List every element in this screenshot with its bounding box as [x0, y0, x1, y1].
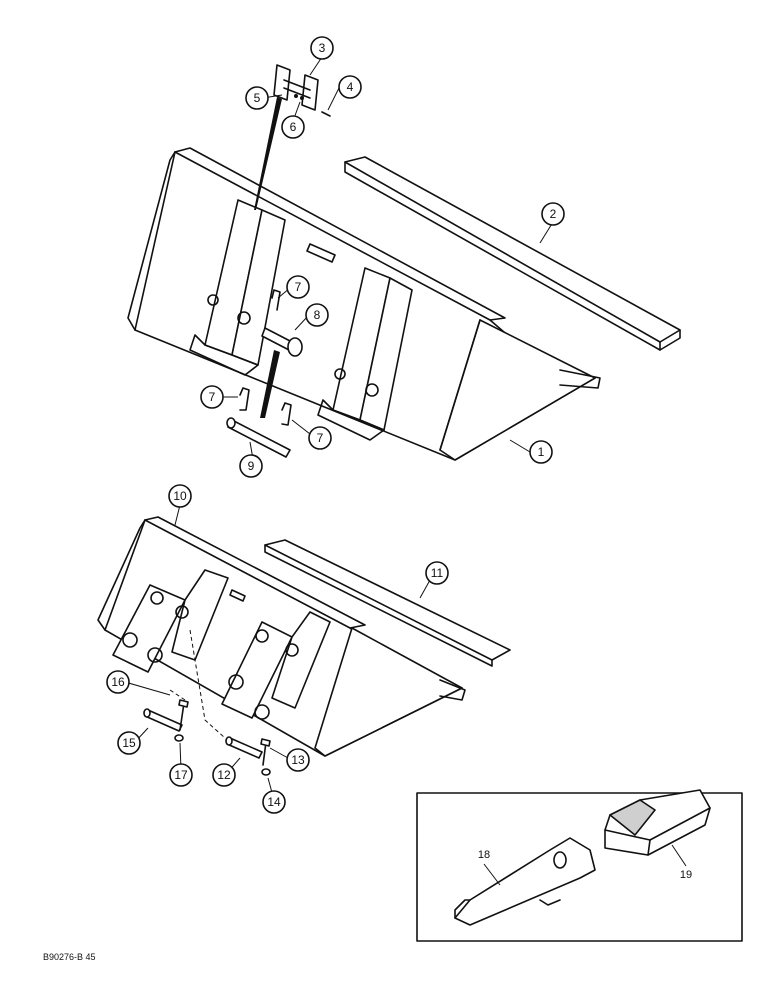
callout-7-left: 7: [200, 385, 224, 409]
callout-7-upper: 7: [286, 275, 310, 299]
callout-7-right: 7: [308, 426, 332, 450]
lower-hardware: [143, 699, 271, 776]
cutting-edge-upper: [344, 156, 681, 351]
svg-text:5: 5: [254, 91, 261, 105]
svg-text:8: 8: [314, 308, 321, 322]
svg-text:15: 15: [122, 736, 136, 750]
callout-9: 9: [239, 454, 263, 478]
pin-part-9: [226, 417, 291, 458]
label-18: 18: [478, 849, 490, 861]
callout-16: 16: [106, 670, 130, 694]
svg-text:6: 6: [290, 120, 297, 134]
callout-2: 2: [541, 202, 565, 226]
label-19: 19: [680, 869, 692, 881]
svg-text:17: 17: [174, 768, 188, 782]
callout-5: 5: [245, 86, 269, 110]
svg-text:4: 4: [347, 80, 354, 94]
inset-box: [416, 789, 743, 942]
upper-bucket: [127, 147, 601, 461]
callout-1: 1: [529, 440, 553, 464]
svg-text:12: 12: [217, 768, 231, 782]
svg-text:11: 11: [431, 566, 444, 580]
svg-text:7: 7: [209, 390, 216, 404]
attachment-plate: [273, 64, 331, 117]
svg-text:3: 3: [319, 41, 326, 55]
retaining-clips: [239, 289, 292, 426]
callout-14: 14: [262, 790, 286, 814]
svg-text:10: 10: [173, 489, 187, 503]
cutting-edge-lower: [264, 539, 511, 667]
svg-text:13: 13: [291, 753, 305, 767]
callout-4: 4: [338, 75, 362, 99]
alignment-line: [189, 629, 226, 739]
reference-code: B90276-B 45: [43, 952, 96, 962]
lower-bucket: [97, 516, 466, 757]
svg-text:1: 1: [538, 445, 545, 459]
callout-13: 13: [286, 748, 310, 772]
callout-6: 6: [281, 115, 305, 139]
svg-text:7: 7: [317, 431, 324, 445]
callout-11: 11: [425, 561, 449, 585]
svg-text:2: 2: [550, 207, 557, 221]
svg-text:9: 9: [248, 459, 255, 473]
leader-wedge-lower: [260, 350, 280, 418]
svg-text:16: 16: [111, 675, 125, 689]
callout-17: 17: [169, 763, 193, 787]
alignment-line-2: [169, 689, 186, 701]
svg-text:7: 7: [295, 280, 302, 294]
callout-12: 12: [212, 763, 236, 787]
leader-wedge-upper: [254, 97, 282, 210]
callout-8: 8: [305, 303, 329, 327]
svg-text:14: 14: [267, 795, 281, 809]
callout-3: 3: [310, 36, 334, 60]
pin-part-8: [261, 327, 303, 357]
callout-10: 10: [168, 484, 192, 508]
callout-15: 15: [117, 731, 141, 755]
